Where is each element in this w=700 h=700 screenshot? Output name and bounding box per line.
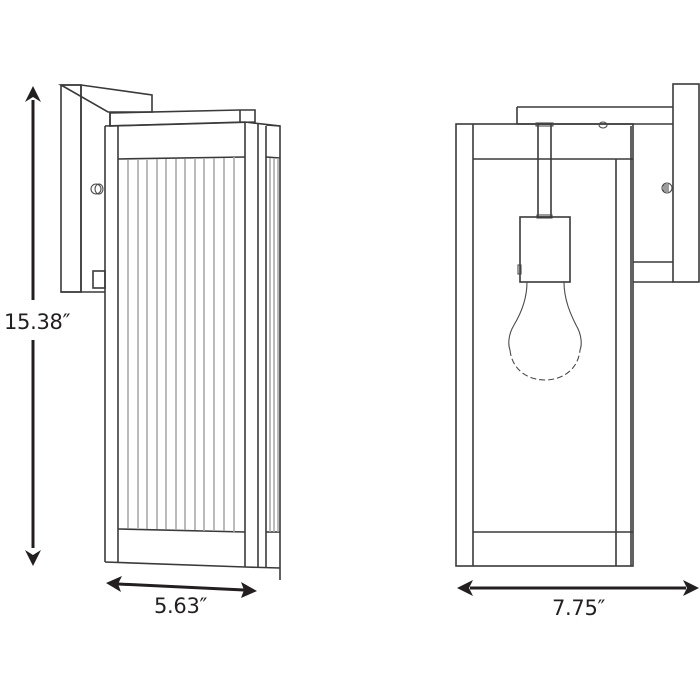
socket-stem — [535, 122, 554, 219]
socket — [517, 216, 571, 283]
top-cap — [109, 109, 256, 127]
side-mounting-screw-icon — [661, 182, 673, 194]
height-dimension-arrow — [25, 86, 41, 566]
light-bulb-icon — [508, 281, 582, 381]
extension-dimension-label: 7.75″ — [552, 596, 606, 620]
lantern-frame — [104, 121, 281, 580]
side-frame — [455, 121, 634, 567]
mounting-screw-icon — [90, 183, 104, 195]
side-wall-backplate — [516, 83, 700, 283]
front-width-dimension-arrow — [106, 576, 257, 598]
front-width-dimension-label: 5.63″ — [154, 594, 208, 618]
ribbed-glass-front — [127, 157, 235, 532]
side-view-lantern — [455, 83, 700, 567]
front-view-lantern — [58, 84, 281, 580]
extension-dimension-arrow — [457, 580, 699, 596]
wall-backplate — [58, 84, 153, 293]
height-dimension-label: 15.38″ — [4, 310, 71, 334]
ribbed-glass-side — [269, 158, 279, 532]
